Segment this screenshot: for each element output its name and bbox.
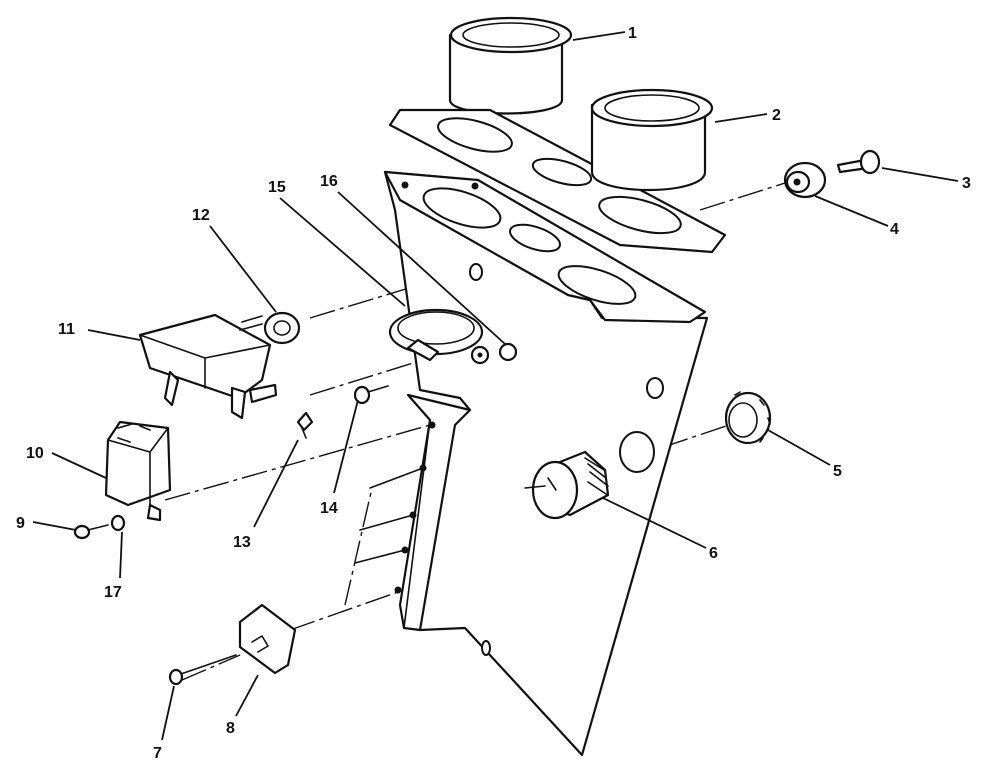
screw-9 xyxy=(73,524,109,540)
callout-7: 7 xyxy=(153,745,162,762)
washer-17 xyxy=(110,514,126,532)
gauge-1 xyxy=(448,16,573,115)
callout-13: 13 xyxy=(233,534,251,551)
callout-5: 5 xyxy=(833,463,842,480)
callout-10: 10 xyxy=(26,445,44,462)
callout-2: 2 xyxy=(772,107,781,124)
gauge-2 xyxy=(590,88,714,191)
callout-8: 8 xyxy=(226,720,235,737)
relay-10 xyxy=(104,420,172,522)
switch-6 xyxy=(524,450,610,520)
nut-16 xyxy=(498,342,518,362)
callout-17: 17 xyxy=(104,584,122,601)
screw-13 xyxy=(296,411,314,439)
callout-3: 3 xyxy=(962,175,971,192)
callout-11: 11 xyxy=(58,321,75,338)
gasket-upper xyxy=(388,108,727,254)
screw-14 xyxy=(353,385,389,405)
callout-6: 6 xyxy=(709,545,718,562)
callout-12: 12 xyxy=(192,207,210,224)
nut-12 xyxy=(263,311,301,345)
grommet-4 xyxy=(783,161,827,199)
screw-7 xyxy=(168,654,237,686)
clamp-15 xyxy=(388,308,490,365)
callout-1: 1 xyxy=(628,25,637,42)
screw-3 xyxy=(836,149,881,175)
callout-16: 16 xyxy=(320,173,338,190)
ring-nut-5 xyxy=(724,391,772,445)
callout-9: 9 xyxy=(16,515,25,532)
leader-lines xyxy=(32,31,959,741)
callout-15: 15 xyxy=(268,179,286,196)
callout-4: 4 xyxy=(890,221,899,238)
callout-labels: 1 2 3 4 5 6 7 8 9 10 11 12 13 14 15 16 1… xyxy=(16,25,971,762)
breaker-11 xyxy=(138,313,278,420)
callout-14: 14 xyxy=(320,500,338,517)
terminal-block-8 xyxy=(238,603,297,675)
mounting-panel xyxy=(354,170,709,757)
